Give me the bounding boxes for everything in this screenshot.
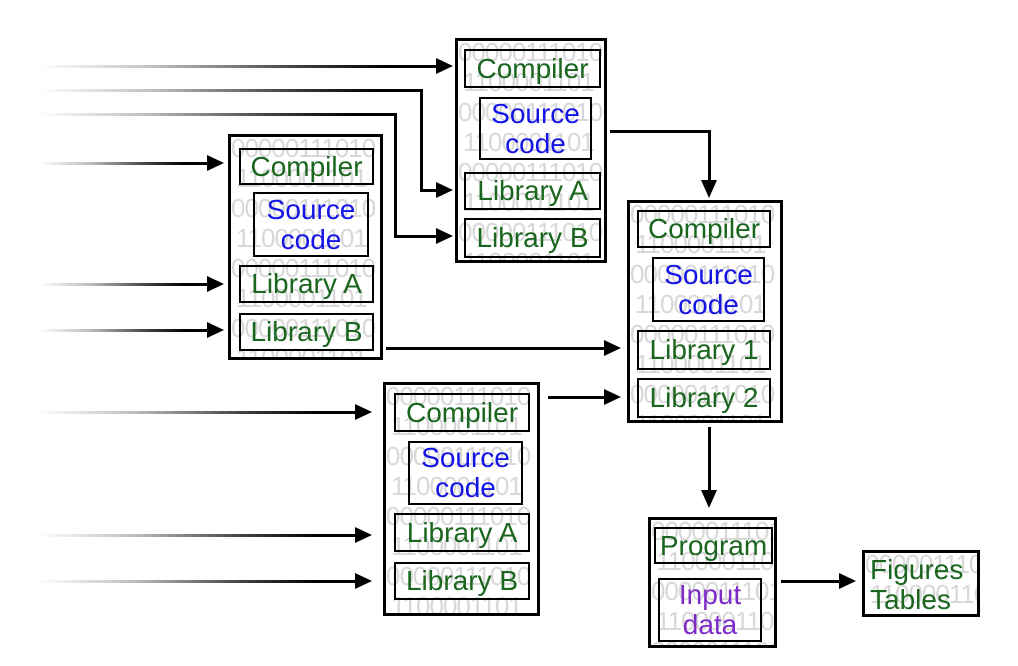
source-code-label: Source code <box>491 97 580 159</box>
arrowhead <box>436 228 453 244</box>
library-a-label: Library A <box>406 516 518 548</box>
arrowhead <box>604 340 621 356</box>
arrowhead <box>207 322 224 338</box>
compiler-label: Compiler <box>647 213 761 244</box>
library-1-box: Library 1 <box>637 330 771 370</box>
source-code-box: Source code <box>479 97 592 160</box>
arrow-line <box>386 347 604 350</box>
arrow-line <box>38 534 355 537</box>
library-b-box: Library B <box>394 562 530 600</box>
arrow-line <box>38 283 207 286</box>
library-a-label: Library A <box>477 175 588 206</box>
arrow-line <box>38 580 355 583</box>
arrow-line <box>420 189 436 192</box>
input-data-label: Input data <box>678 579 742 640</box>
arrow-line <box>38 113 397 116</box>
arrowhead <box>436 58 453 74</box>
source-code-box: Source code <box>253 192 369 257</box>
arrow-line <box>708 427 711 490</box>
source-code-box: Source code <box>652 257 765 322</box>
arrowhead <box>839 573 856 589</box>
library-b-label: Library B <box>405 565 519 596</box>
arrowhead <box>355 404 372 420</box>
program-label: Program <box>659 529 768 561</box>
program-label-box: Program <box>654 527 773 564</box>
arrowhead <box>207 276 224 292</box>
arrowhead <box>701 490 717 508</box>
arrow-line <box>548 396 604 399</box>
library-b-label: Library B <box>476 222 589 253</box>
library-b-label: Library B <box>250 316 363 347</box>
library-a-label: Library A <box>251 268 362 299</box>
tables-label: Tables <box>870 584 951 615</box>
output-box: 0000011101011000011010000011101011000011… <box>862 549 980 617</box>
arrow-line <box>610 130 711 133</box>
arrowhead <box>355 527 372 543</box>
arrow-line <box>708 130 711 180</box>
source-code-label: Source code <box>664 258 753 320</box>
binary-texture: 0000011101011000011010000011101011000011… <box>865 549 977 614</box>
library-1-label: Library 1 <box>649 334 759 365</box>
arrow-line <box>394 113 397 238</box>
compiler-box: Compiler <box>239 148 374 185</box>
library-a-box: Library A <box>239 265 374 303</box>
arrow-line <box>781 580 839 583</box>
arrow-line <box>38 89 423 92</box>
arrow-line <box>38 162 207 165</box>
arrow-line <box>420 89 423 192</box>
arrowhead <box>604 389 621 405</box>
program-box: 0000011101011000011010000011101011000011… <box>648 516 777 648</box>
arrow-line <box>38 411 355 414</box>
arrowhead <box>436 182 453 198</box>
library-a-box: Library A <box>464 172 601 210</box>
compiler-label: Compiler <box>250 150 363 182</box>
output-labels: Figures Tables <box>870 555 963 615</box>
input-data-box: Input data <box>658 578 762 642</box>
compiler-box: Compiler <box>464 49 601 88</box>
source-code-label: Source code <box>266 193 356 255</box>
source-code-box: Source code <box>408 441 523 505</box>
library-a-box: Library A <box>394 513 530 552</box>
library-2-label: Library 2 <box>649 382 759 413</box>
compiler-box: Compiler <box>394 393 530 432</box>
arrowhead <box>207 155 224 171</box>
library-b-box: Library B <box>464 218 601 258</box>
binary-texture: 0000011101011000011010000011101011000011… <box>651 516 774 645</box>
library-b-box: Library B <box>239 313 374 351</box>
arrowhead <box>355 573 372 589</box>
library-2-box: Library 2 <box>637 378 771 418</box>
arrow-line <box>38 329 207 332</box>
compiler-box: Compiler <box>637 210 771 248</box>
figures-label: Figures <box>870 554 964 585</box>
arrow-line <box>394 235 436 238</box>
arrow-line <box>38 65 436 68</box>
arrowhead <box>701 180 717 198</box>
compiler-label: Compiler <box>405 396 519 428</box>
source-code-label: Source code <box>421 442 510 503</box>
compiler-label: Compiler <box>476 52 589 84</box>
